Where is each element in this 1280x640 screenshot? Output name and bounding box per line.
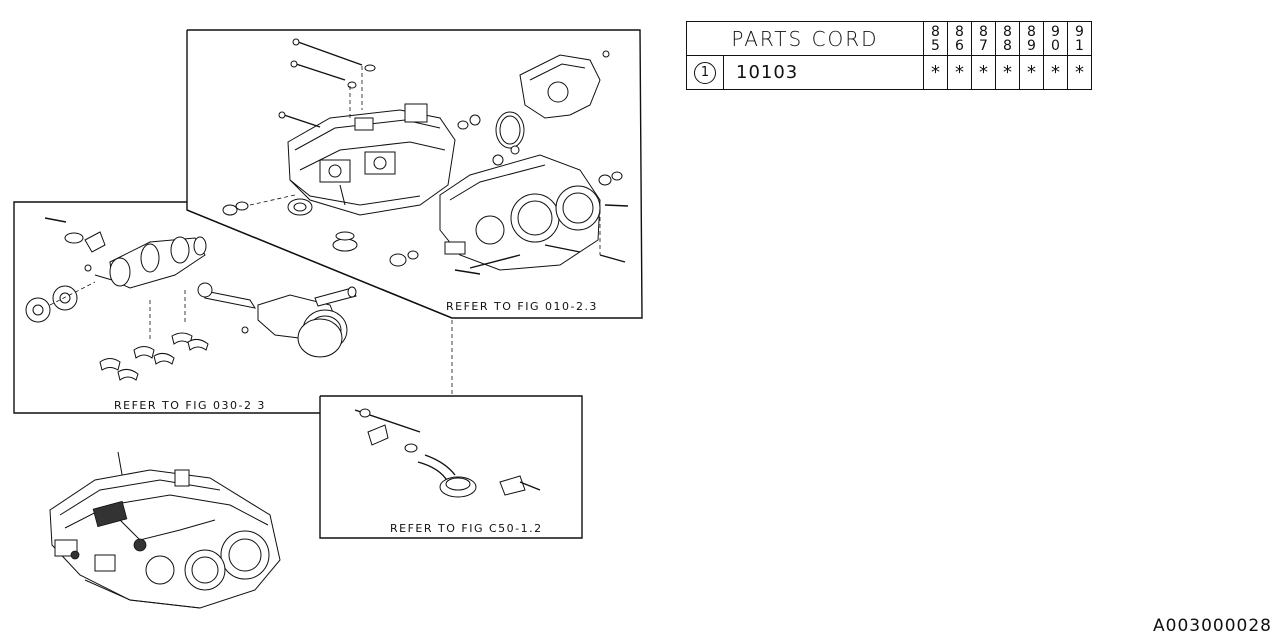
parts-cord-header: PARTS CORD (686, 21, 924, 56)
frame-crankshaft (13, 201, 320, 414)
row-index-circle: 1 (694, 62, 716, 84)
connecting-rod-piston (197, 282, 357, 358)
part-code-cell: 10103 (723, 55, 924, 90)
applicability-mark: * (1043, 55, 1068, 90)
cylinder-block-right-half (439, 145, 601, 271)
block-bolts (389, 171, 629, 275)
frame-oil-strainer (319, 395, 583, 539)
applicability-mark: * (971, 55, 996, 90)
callout-fig-c50: REFER TO FIG C50-1.2 (390, 522, 543, 535)
water-pump-cover (457, 50, 610, 149)
timing-sprockets (25, 281, 96, 323)
bearing-halves (99, 290, 209, 381)
row-index-cell: 1 (686, 55, 724, 90)
document-id: A003000028 (1153, 616, 1272, 636)
oil-strainer (354, 408, 541, 498)
applicability-mark: * (1019, 55, 1044, 90)
applicability-mark: * (1067, 55, 1092, 90)
short-block-assembly (49, 451, 281, 609)
callout-fig-030: REFER TO FIG 030-2 3 (114, 399, 266, 412)
frame-cylinder-block (186, 29, 643, 319)
applicability-mark: * (923, 55, 948, 90)
applicability-mark: * (995, 55, 1020, 90)
crankshaft (44, 217, 207, 289)
head-bolts (278, 38, 376, 128)
applicability-mark: * (947, 55, 972, 90)
oil-seals (222, 194, 358, 252)
table-row: 1 10103 * * * * * * * (686, 55, 1092, 90)
callout-fig-010: REFER TO FIG 010-2.3 (446, 300, 598, 313)
cylinder-block-left-half (287, 103, 456, 216)
